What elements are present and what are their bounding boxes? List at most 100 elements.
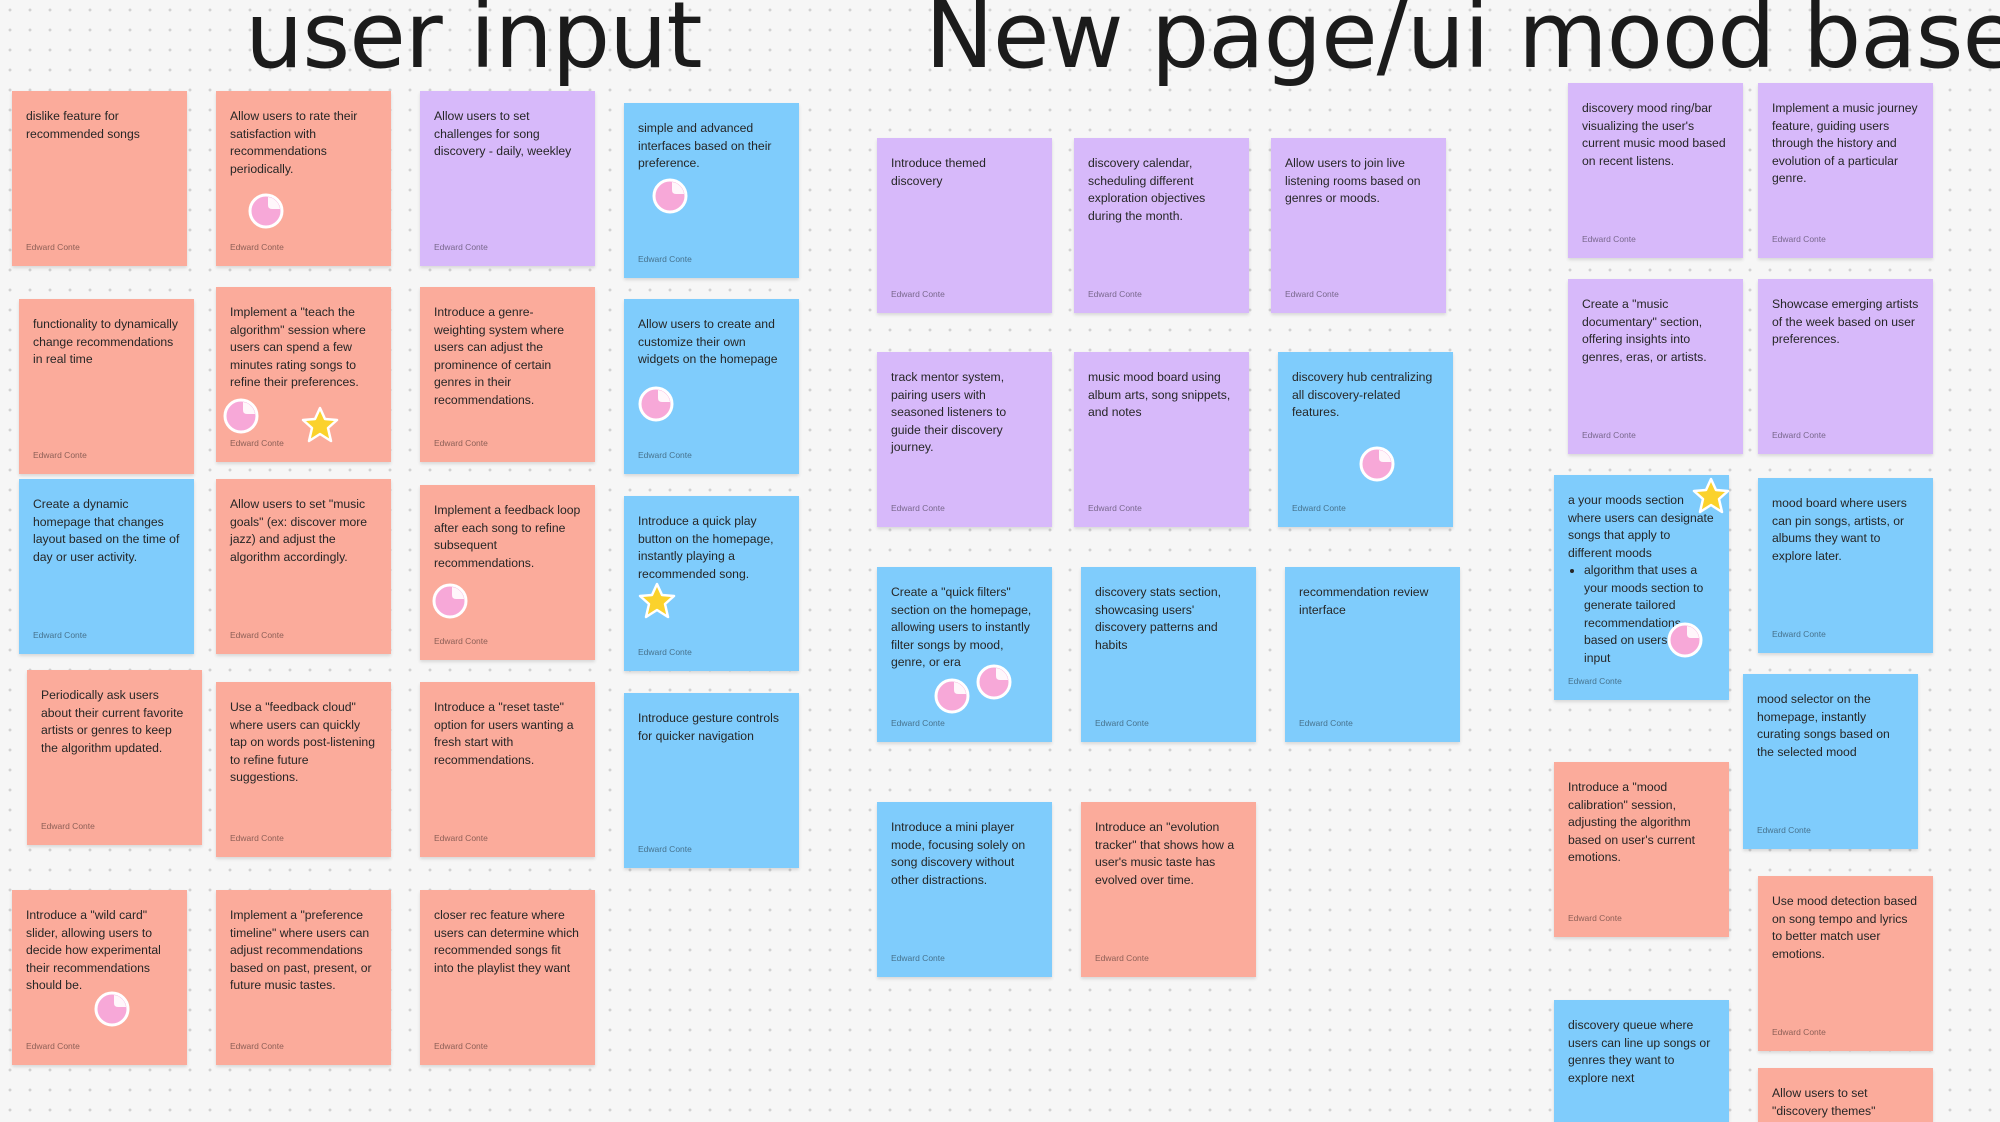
sticky-note[interactable]: simple and advanced interfaces based on … (624, 103, 799, 278)
pink-sticker-icon[interactable] (1359, 446, 1395, 482)
pink-sticker-icon[interactable] (432, 583, 468, 619)
sticky-note[interactable]: Introduce a genre-weighting system where… (420, 287, 595, 462)
sticky-note[interactable]: Introduce an "evolution tracker" that sh… (1081, 802, 1256, 977)
sticky-note[interactable]: music mood board using album arts, song … (1074, 352, 1249, 527)
note-author: Edward Conte (1757, 825, 1811, 835)
sticky-note[interactable]: functionality to dynamically change reco… (19, 299, 194, 474)
section-heading-user-input: user input (245, 0, 703, 89)
note-author: Edward Conte (1095, 953, 1149, 963)
star-sticker-icon[interactable] (1692, 477, 1730, 515)
note-text: Introduce themed discovery (891, 156, 986, 188)
note-text: Allow users to join live listening rooms… (1285, 156, 1421, 205)
note-author: Edward Conte (1299, 718, 1353, 728)
note-author: Edward Conte (230, 242, 284, 252)
note-author: Edward Conte (1568, 676, 1622, 686)
note-text: music mood board using album arts, song … (1088, 370, 1231, 419)
sticky-note[interactable]: mood board where users can pin songs, ar… (1758, 478, 1933, 653)
note-author: Edward Conte (1088, 289, 1142, 299)
note-author: Edward Conte (434, 1041, 488, 1051)
note-text: discovery mood ring/bar visualizing the … (1582, 101, 1726, 168)
sticky-note[interactable]: Use a "feedback cloud" where users can q… (216, 682, 391, 857)
sticky-note[interactable]: discovery calendar, scheduling different… (1074, 138, 1249, 313)
note-text: Use a "feedback cloud" where users can q… (230, 700, 375, 784)
note-author: Edward Conte (434, 833, 488, 843)
sticky-note[interactable]: track mentor system, pairing users with … (877, 352, 1052, 527)
sticky-note[interactable]: Implement a feedback loop after each son… (420, 485, 595, 660)
note-text: Create a "quick filters" section on the … (891, 585, 1032, 669)
note-author: Edward Conte (1285, 289, 1339, 299)
note-text: Implement a feedback loop after each son… (434, 503, 581, 570)
sticky-note[interactable]: dislike feature for recommended songs Ed… (12, 91, 187, 266)
sticky-note[interactable]: recommendation review interface Edward C… (1285, 567, 1460, 742)
note-text: Introduce an "evolution tracker" that sh… (1095, 820, 1235, 887)
note-author: Edward Conte (1772, 629, 1826, 639)
pink-sticker-icon[interactable] (638, 386, 674, 422)
sticky-note[interactable]: Allow users to create and customize thei… (624, 299, 799, 474)
note-author: Edward Conte (638, 450, 692, 460)
note-author: Edward Conte (638, 844, 692, 854)
sticky-note[interactable]: discovery mood ring/bar visualizing the … (1568, 83, 1743, 258)
pink-sticker-icon[interactable] (652, 178, 688, 214)
sticky-note[interactable]: Introduce a "wild card" slider, allowing… (12, 890, 187, 1065)
sticky-note[interactable]: discovery queue where users can line up … (1554, 1000, 1729, 1122)
star-sticker-icon[interactable] (301, 406, 339, 444)
note-text: closer rec feature where users can deter… (434, 908, 579, 975)
star-sticker-icon[interactable] (638, 582, 676, 620)
sticky-note[interactable]: discovery stats section, showcasing user… (1081, 567, 1256, 742)
sticky-note[interactable]: Create a "quick filters" section on the … (877, 567, 1052, 742)
sticky-note[interactable]: Implement a music journey feature, guidi… (1758, 83, 1933, 258)
sticky-note[interactable]: closer rec feature where users can deter… (420, 890, 595, 1065)
sticky-note[interactable]: Create a "music documentary" section, of… (1568, 279, 1743, 454)
pink-sticker-icon[interactable] (94, 991, 130, 1027)
note-text: Create a "music documentary" section, of… (1582, 297, 1707, 364)
sticky-note[interactable]: Introduce a "reset taste" option for use… (420, 682, 595, 857)
note-text: functionality to dynamically change reco… (33, 317, 178, 366)
sticky-note[interactable]: Allow users to set "discovery themes" (1758, 1068, 1933, 1122)
note-text: simple and advanced interfaces based on … (638, 121, 772, 170)
sticky-note[interactable]: Periodically ask users about their curre… (27, 670, 202, 845)
pink-sticker-icon[interactable] (1667, 622, 1703, 658)
note-author: Edward Conte (1582, 430, 1636, 440)
note-author: Edward Conte (1095, 718, 1149, 728)
note-text: discovery hub centralizing all discovery… (1292, 370, 1433, 419)
note-author: Edward Conte (891, 503, 945, 513)
note-text: recommendation review interface (1299, 585, 1429, 617)
sticky-note[interactable]: Allow users to set challenges for song d… (420, 91, 595, 266)
section-heading-mood-based: mood based (1518, 0, 2000, 89)
note-author: Edward Conte (434, 242, 488, 252)
pink-sticker-icon[interactable] (223, 398, 259, 434)
note-text: mood selector on the homepage, instantly… (1757, 692, 1890, 759)
note-author: Edward Conte (230, 438, 284, 448)
note-text: Introduce gesture controls for quicker n… (638, 711, 779, 743)
sticky-note[interactable]: Introduce a quick play button on the hom… (624, 496, 799, 671)
note-author: Edward Conte (638, 254, 692, 264)
pink-sticker-icon[interactable] (976, 664, 1012, 700)
note-author: Edward Conte (1568, 913, 1622, 923)
sticky-note[interactable]: Introduce a mini player mode, focusing s… (877, 802, 1052, 977)
sticky-note[interactable]: Allow users to join live listening rooms… (1271, 138, 1446, 313)
note-author: Edward Conte (1772, 234, 1826, 244)
sticky-note[interactable]: Allow users to rate their satisfaction w… (216, 91, 391, 266)
note-text: Allow users to set "discovery themes" (1772, 1086, 1876, 1118)
pink-sticker-icon[interactable] (248, 193, 284, 229)
sticky-note[interactable]: Allow users to set "music goals" (ex: di… (216, 479, 391, 654)
sticky-note[interactable]: Showcase emerging artists of the week ba… (1758, 279, 1933, 454)
note-text: track mentor system, pairing users with … (891, 370, 1007, 454)
sticky-note[interactable]: discovery hub centralizing all discovery… (1278, 352, 1453, 527)
note-text: discovery queue where users can line up … (1568, 1018, 1711, 1085)
note-author: Edward Conte (230, 630, 284, 640)
sticky-note[interactable]: mood selector on the homepage, instantly… (1743, 674, 1918, 849)
sticky-note[interactable]: Use mood detection based on song tempo a… (1758, 876, 1933, 1051)
sticky-note[interactable]: Introduce themed discovery Edward Conte (877, 138, 1052, 313)
note-text: Allow users to set "music goals" (ex: di… (230, 497, 368, 564)
pink-sticker-icon[interactable] (934, 678, 970, 714)
note-text: Showcase emerging artists of the week ba… (1772, 297, 1919, 346)
sticky-note[interactable]: Implement a "preference timeline" where … (216, 890, 391, 1065)
note-author: Edward Conte (1088, 503, 1142, 513)
note-text: Introduce a "mood calibration" session, … (1568, 780, 1695, 864)
sticky-note[interactable]: Introduce gesture controls for quicker n… (624, 693, 799, 868)
note-author: Edward Conte (638, 647, 692, 657)
note-text: Introduce a mini player mode, focusing s… (891, 820, 1026, 887)
sticky-note[interactable]: Create a dynamic homepage that changes l… (19, 479, 194, 654)
sticky-note[interactable]: Introduce a "mood calibration" session, … (1554, 762, 1729, 937)
